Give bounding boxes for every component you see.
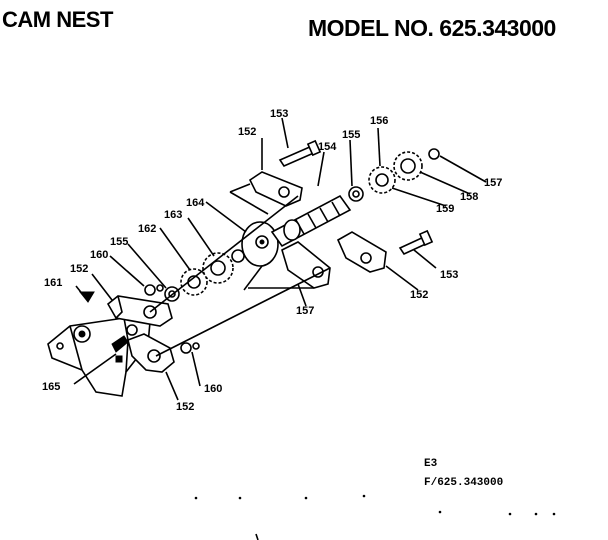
section-title: CAM NEST	[2, 7, 113, 32]
gear-163	[202, 252, 234, 284]
callout-155-top: 155	[342, 129, 360, 141]
assembly-lines	[149, 183, 331, 357]
callout-152-right: 152	[410, 289, 428, 301]
callout-160-top: 160	[90, 249, 108, 261]
lever-arm-152-bottom	[127, 333, 175, 373]
callout-153-right: 153	[440, 269, 458, 281]
callout-159: 159	[436, 203, 454, 215]
drawing-reference-number: F/625.343000	[424, 477, 504, 489]
callout-157-right: 157	[484, 177, 502, 189]
callout-152-bottom: 152	[176, 401, 194, 413]
ring-near-shaft	[283, 219, 301, 241]
callout-154: 154	[318, 141, 337, 153]
scan-specks	[194, 494, 556, 540]
callout-153-top: 153	[270, 108, 288, 120]
callout-155-left: 155	[110, 236, 128, 248]
lever-arm-152-top	[248, 171, 303, 207]
callout-163: 163	[164, 209, 182, 221]
gear-162	[180, 268, 208, 296]
drawing-code: E3	[424, 458, 438, 470]
spacer	[231, 249, 245, 263]
callout-160-bottom: 160	[204, 383, 222, 395]
gear-158	[393, 151, 423, 181]
callout-162: 162	[138, 223, 156, 235]
callout-158: 158	[460, 191, 478, 203]
callout-161: 161	[44, 277, 62, 289]
clip-160-top	[144, 284, 164, 296]
leader-lines	[73, 117, 487, 401]
gear-159	[368, 166, 396, 194]
washer-155-right	[348, 186, 364, 202]
clip-160-bottom	[180, 342, 200, 354]
callout-157-mid: 157	[296, 305, 314, 317]
bolt-153-right	[398, 229, 434, 256]
callout-152-left: 152	[70, 263, 88, 275]
model-number: MODEL NO. 625.343000	[308, 15, 556, 41]
callout-164: 164	[186, 197, 205, 209]
bolt-153-top	[278, 139, 322, 168]
cam-disk-164	[241, 221, 279, 267]
clip-157-right	[428, 148, 440, 160]
callout-152-top: 152	[238, 126, 256, 138]
callout-156: 156	[370, 115, 388, 127]
lever-arm-152-right	[336, 231, 387, 273]
callout-165: 165	[42, 381, 60, 393]
pin-165	[111, 335, 129, 353]
link-arm-157	[281, 241, 331, 289]
